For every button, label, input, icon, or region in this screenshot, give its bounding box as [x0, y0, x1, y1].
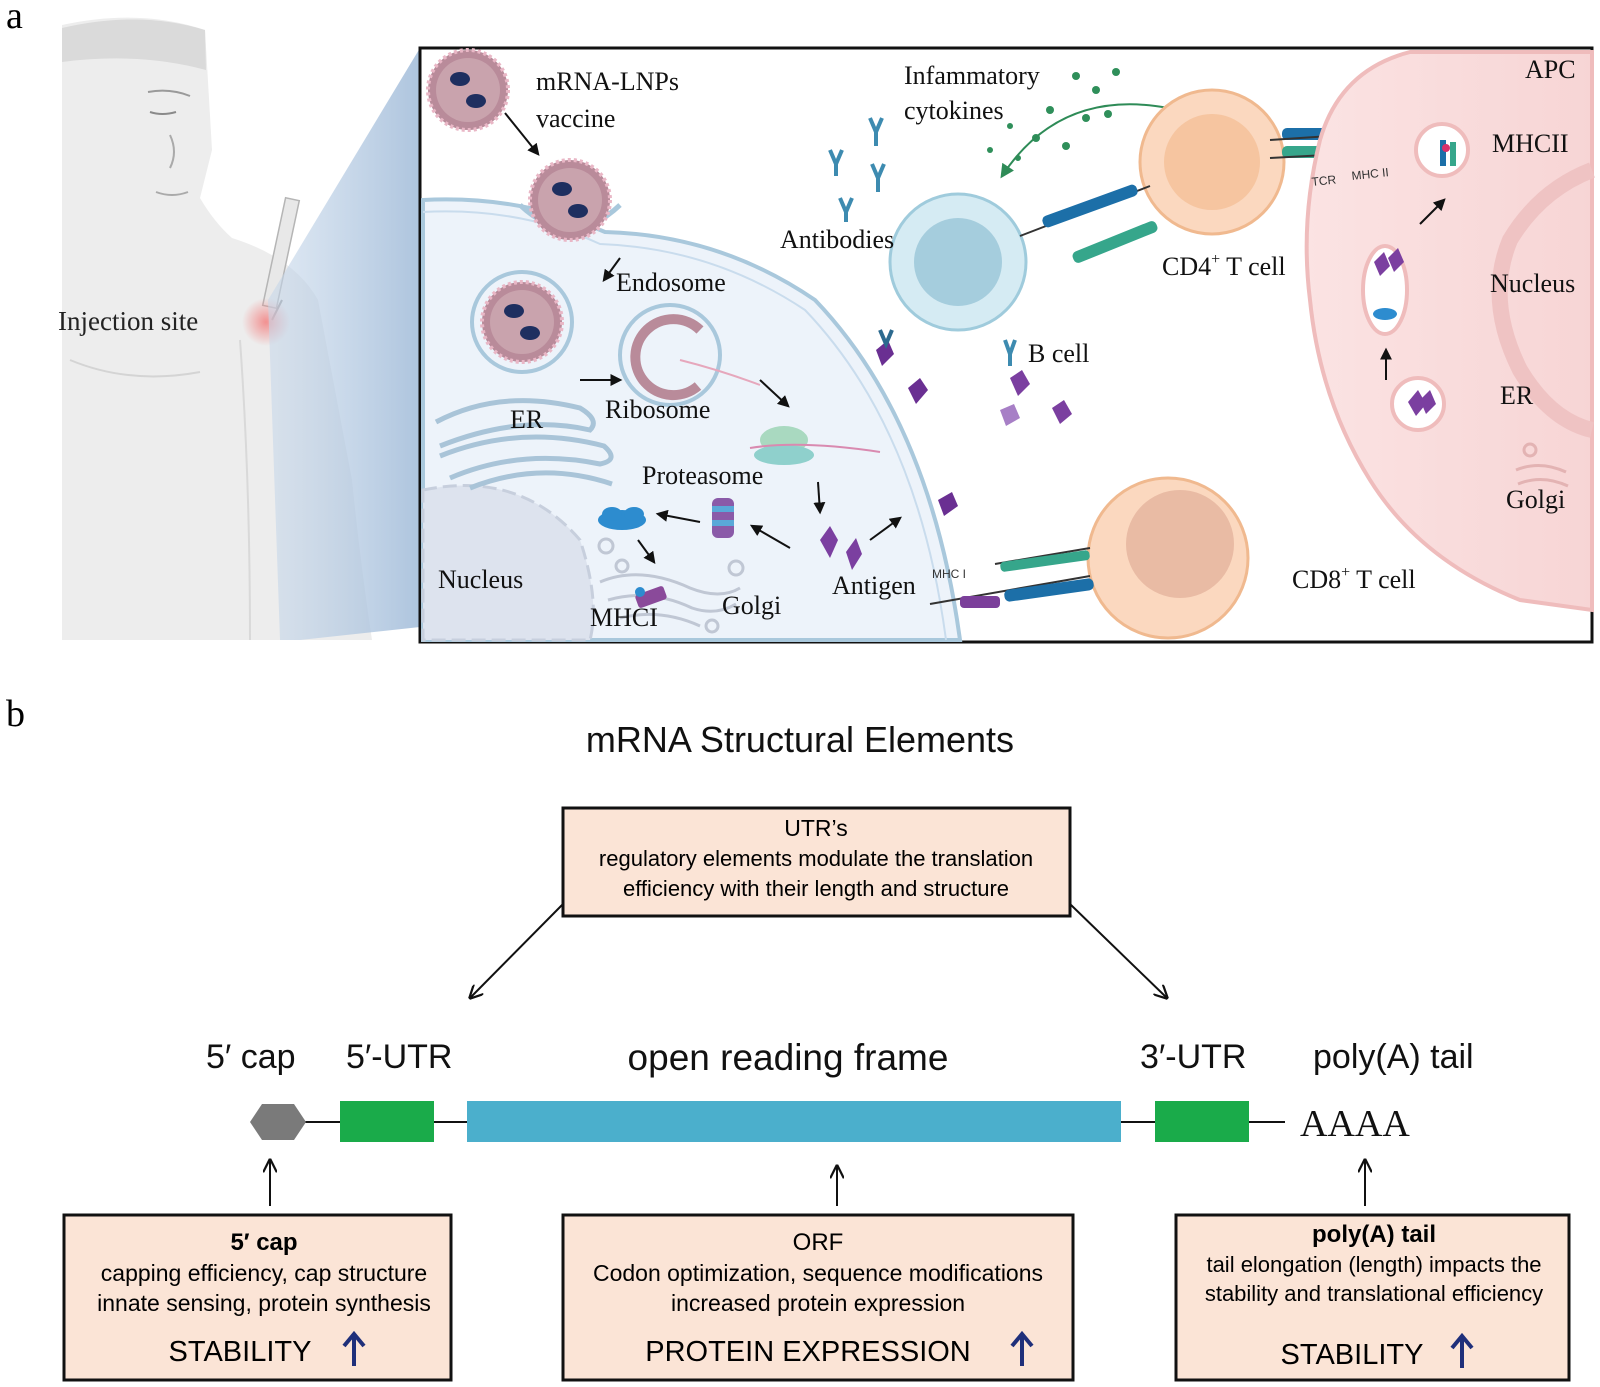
polya-box-line1: tail elongation (length) impacts the — [1206, 1252, 1541, 1277]
vaccine-label-line2: vaccine — [536, 104, 615, 133]
cap-box-line1: capping efficiency, cap structure — [101, 1260, 427, 1286]
b-cell-nucleus — [914, 218, 1002, 306]
cd4-nucleus — [1164, 114, 1260, 210]
golgi-label: Golgi — [722, 591, 781, 620]
panel-b-letter: b — [6, 693, 25, 735]
apc-golgi — [1515, 442, 1569, 488]
orf-box-line1: Codon optimization, sequence modificatio… — [593, 1260, 1043, 1286]
cap-box-heading: 5′ cap — [230, 1229, 297, 1256]
endosome-lnp — [470, 270, 574, 374]
lnp-particle — [426, 48, 510, 132]
cap-hexagon — [250, 1104, 306, 1140]
utr-info-box: UTR’s regulatory elements modulate the t… — [561, 806, 1072, 918]
polya-box-line2: stability and translational efficiency — [1205, 1281, 1543, 1306]
proteasome-icon — [712, 498, 734, 538]
mhci-complex-icon — [635, 586, 667, 608]
injection-site-label: Injection site — [58, 306, 198, 336]
proteasome-label: Proteasome — [642, 461, 763, 490]
cytokine-arrow — [1000, 103, 1169, 179]
utr5-label: 5′-UTR — [346, 1038, 452, 1076]
antigen-icon — [820, 340, 958, 570]
orf-label: open reading frame — [628, 1037, 949, 1078]
polya-box-effect: STABILITY — [1281, 1339, 1424, 1371]
cytokines-label-line2: cytokines — [904, 96, 1004, 125]
nucleus-label: Nucleus — [438, 565, 523, 594]
tcr-mhci-synapse — [929, 547, 1094, 608]
mhci-label: MHCI — [590, 603, 658, 632]
er-label: ER — [510, 405, 544, 434]
orf-box-line2: increased protein expression — [671, 1290, 965, 1316]
mhc-i-small-label: MHC I — [932, 567, 966, 581]
er-membrane — [434, 398, 614, 491]
cap-box-effect: STABILITY — [169, 1336, 312, 1368]
panel-b-title: mRNA Structural Elements — [586, 719, 1014, 760]
orf-info-box: ORF Codon optimization, sequence modific… — [561, 1213, 1075, 1382]
antigen-label: Antigen — [832, 571, 916, 600]
orf-box-heading: ORF — [793, 1229, 844, 1256]
lnp-particle — [518, 158, 622, 242]
panel-a-letter: a — [6, 0, 23, 37]
cytokine-dots — [987, 68, 1120, 161]
apc-nucleus-label: Nucleus — [1490, 269, 1575, 298]
nucleus — [421, 484, 595, 642]
endosome-label: Endosome — [616, 268, 726, 297]
cd8-nucleus — [1126, 490, 1234, 598]
cd4-label: CD4+ T cell — [1162, 251, 1286, 281]
mhc-ii-small-label: MHC II — [1351, 165, 1390, 183]
polya-label: poly(A) tail — [1313, 1038, 1474, 1076]
stability-up-icon — [342, 1330, 366, 1366]
cytokines-label-line1: Infammatory — [904, 61, 1040, 90]
stability-up-icon — [1450, 1332, 1474, 1368]
golgi — [597, 537, 745, 634]
utr-box-line1: regulatory elements modulate the transla… — [599, 846, 1033, 871]
ribosome-icon — [749, 426, 881, 465]
ribosome-label: Ribosome — [605, 395, 710, 424]
zoom-wedge — [268, 48, 420, 640]
orf-block — [467, 1101, 1121, 1142]
utr-arrow-3prime — [1069, 903, 1167, 998]
utr5-block — [340, 1101, 434, 1142]
utr-box-heading: UTR’s — [784, 815, 847, 841]
cap-info-box: 5′ cap capping efficiency, cap structure… — [62, 1213, 453, 1382]
b-cell-label: B cell — [1028, 339, 1089, 368]
antigen-icon — [1000, 370, 1072, 426]
apc-nucleus — [1491, 162, 1595, 438]
utr-box-line2: efficiency with their length and structu… — [623, 876, 1009, 901]
cd8-label: CD8+ T cell — [1292, 564, 1416, 594]
polya-info-box: poly(A) tail tail elongation (length) im… — [1174, 1213, 1571, 1382]
apc-arrows — [1380, 198, 1446, 380]
apc-er-label: ER — [1500, 381, 1534, 410]
orf-box-effect: PROTEIN EXPRESSION — [645, 1336, 971, 1368]
antibody-icon — [828, 117, 1017, 366]
antibodies-label: Antibodies — [780, 225, 894, 254]
utr3-label: 3′-UTR — [1140, 1038, 1246, 1076]
vaccine-label-line1: mRNA-LNPs — [536, 67, 679, 96]
utr3-block — [1155, 1101, 1249, 1142]
cap-label: 5′ cap — [206, 1038, 296, 1076]
polya-box-heading: poly(A) tail — [1312, 1221, 1436, 1248]
apc-cell — [1304, 50, 1594, 613]
apc-contents — [1373, 140, 1456, 416]
apc-golgi-label: Golgi — [1506, 485, 1565, 514]
tcr-small-label: TCR — [1311, 172, 1337, 189]
utr-arrow-5prime — [470, 903, 564, 998]
polya-sequence: AAAA — [1300, 1103, 1410, 1145]
expression-up-icon — [1010, 1330, 1034, 1366]
pathway-arrows — [504, 112, 902, 564]
disrupted-endosome — [618, 303, 761, 407]
peptide-cloud-icon — [598, 507, 646, 530]
mhcii-label: MHCII — [1492, 129, 1569, 158]
apc-label: APC — [1525, 55, 1576, 84]
cap-box-line2: innate sensing, protein synthesis — [97, 1290, 431, 1316]
